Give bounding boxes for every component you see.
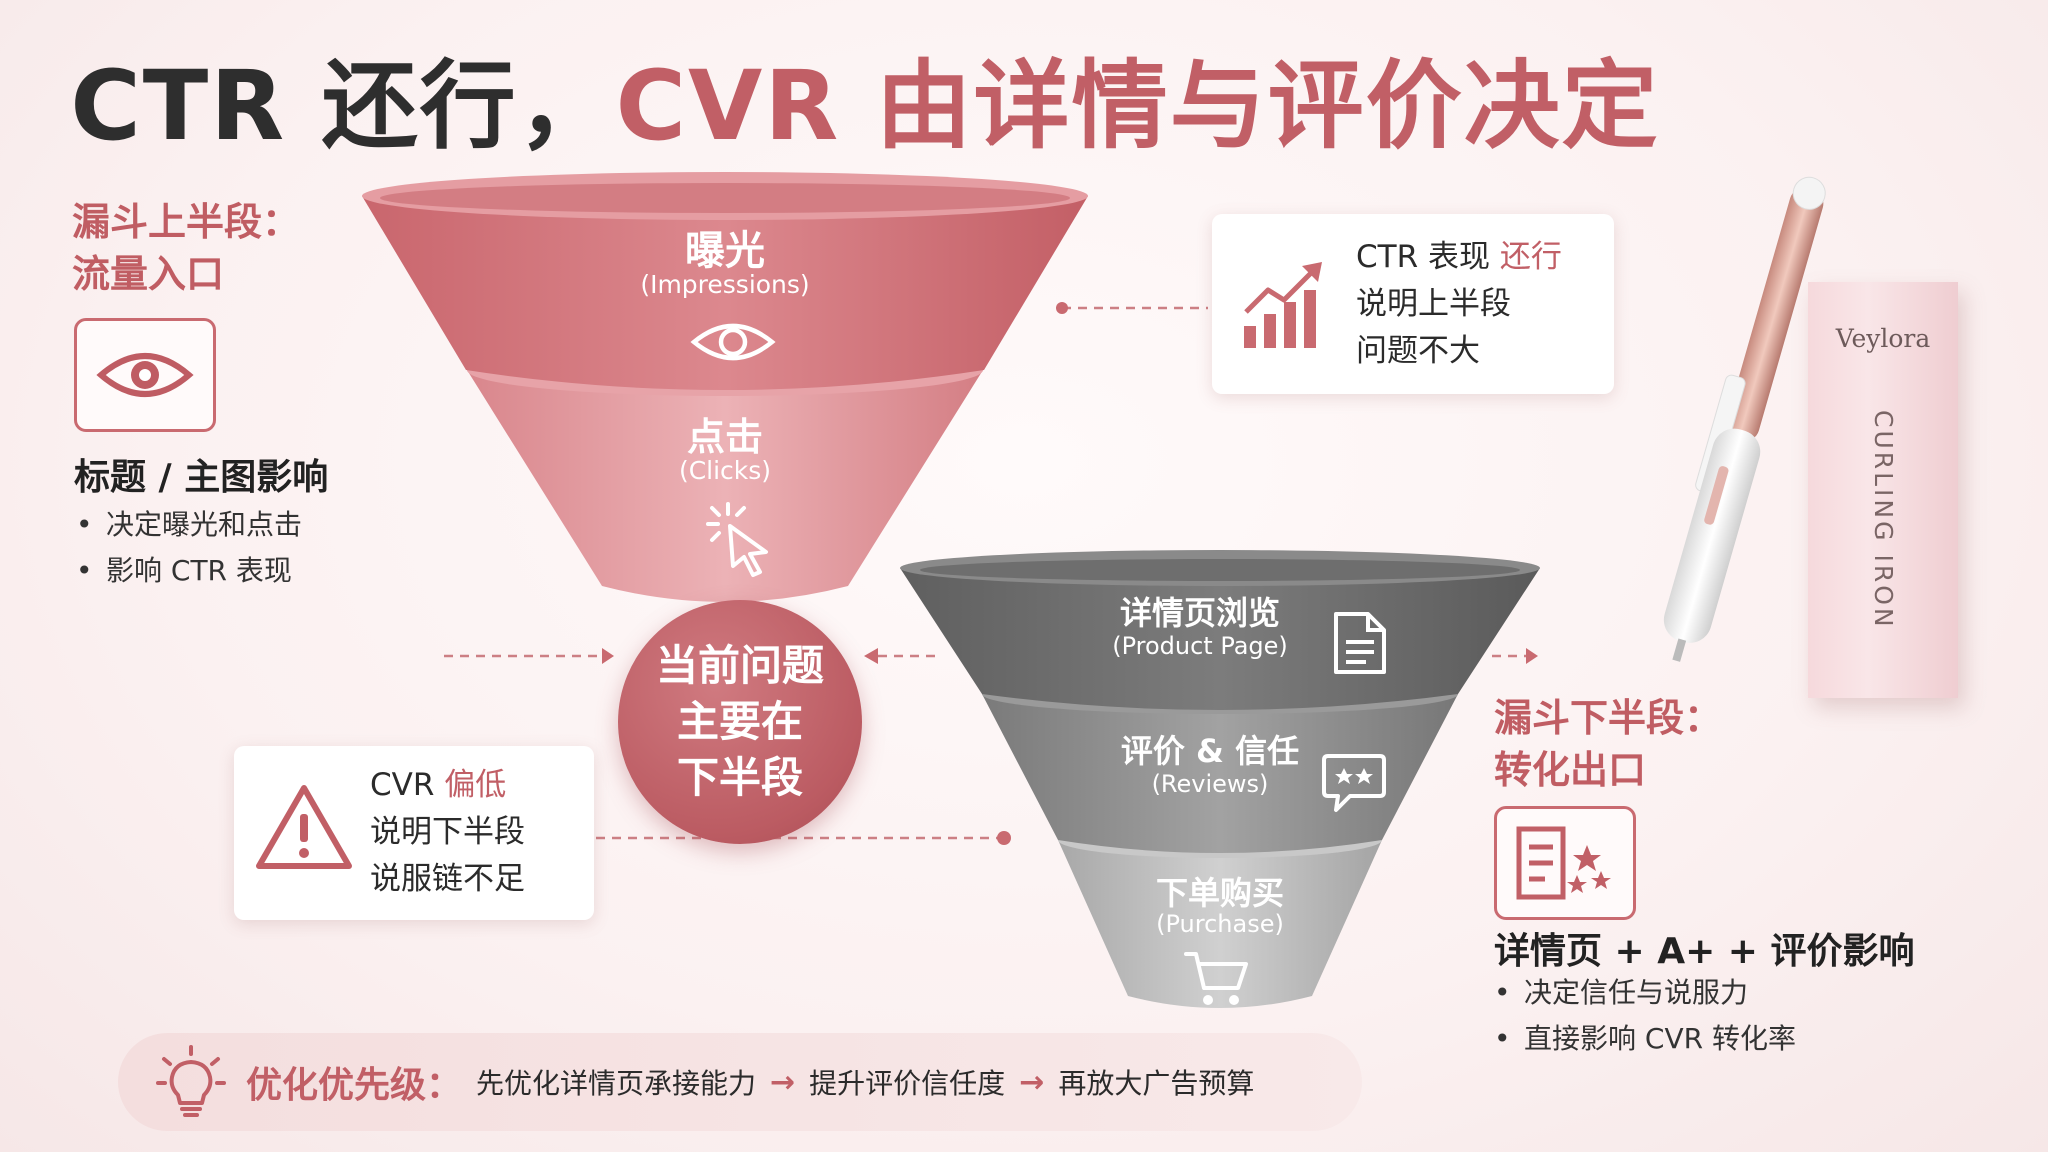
curling-iron-image: [1660, 150, 1830, 670]
lightbulb-icon: [156, 1045, 226, 1119]
eye-icon: [690, 314, 776, 370]
cursor-click-icon: [700, 500, 780, 580]
ctr-card-line2: 说明上半段: [1356, 281, 1562, 328]
stage-impressions-en: (Impressions): [600, 270, 850, 299]
stage-impressions-label: 曝光: [625, 218, 825, 276]
cvr-card-line1: CVR 偏低: [370, 762, 525, 809]
product-brand: Veylora: [1820, 324, 1946, 353]
priority-step-1: 先优化详情页承接能力: [476, 1062, 756, 1102]
list-stars-icon: [1513, 825, 1617, 901]
arrow-right-icon: →: [770, 1065, 795, 1100]
right-subhead: 详情页 + A+ + 评价影响: [1494, 922, 1915, 974]
right-bullet-2: 直接影响 CVR 转化率: [1494, 1016, 1796, 1062]
cvr-card-text: CVR 偏低 说明下半段 说服链不足: [370, 762, 525, 903]
center-line1: 当前问题: [656, 638, 824, 694]
right-title-line2: 转化出口: [1494, 744, 1722, 796]
right-bullet-1: 决定信任与说服力: [1494, 970, 1796, 1016]
stage-purchase-en: (Purchase): [1090, 910, 1350, 938]
ctr-card-line1: CTR 表现 还行: [1356, 234, 1562, 281]
stage-product-page-label: 详情页浏览: [1070, 588, 1330, 634]
priority-label: 优化优先级：: [246, 1056, 462, 1108]
priority-step-2: 提升评价信任度: [809, 1062, 1005, 1102]
stage-reviews-label: 评价 & 信任: [1080, 726, 1340, 772]
right-section-title: 漏斗下半段： 转化出口: [1494, 692, 1722, 796]
cart-icon: [1184, 950, 1250, 1008]
arrow-right-icon: →: [1019, 1065, 1044, 1100]
bar-chart-up-icon: [1242, 260, 1326, 350]
product-name: CURLING IRON: [1858, 410, 1898, 710]
priority-bar: 优化优先级： 先优化详情页承接能力 → 提升评价信任度 → 再放大广告预算: [118, 1033, 1362, 1131]
stage-product-page-en: (Product Page): [1060, 632, 1340, 660]
ctr-card-line3: 问题不大: [1356, 328, 1562, 375]
stage-clicks-en: (Clicks): [600, 456, 850, 485]
cvr-card-line3: 说服链不足: [370, 856, 525, 903]
ctr-card: CTR 表现 还行 说明上半段 问题不大: [1212, 214, 1614, 394]
center-line2: 主要在: [677, 694, 803, 750]
stage-purchase-label: 下单购买: [1090, 868, 1350, 914]
document-icon: [1332, 610, 1388, 676]
center-line3: 下半段: [677, 750, 803, 806]
stage-clicks-label: 点击: [625, 406, 825, 461]
right-title-line1: 漏斗下半段：: [1494, 692, 1722, 744]
cvr-card: CVR 偏低 说明下半段 说服链不足: [234, 746, 594, 920]
priority-content: 优化优先级： 先优化详情页承接能力 → 提升评价信任度 → 再放大广告预算: [246, 1033, 1254, 1131]
cvr-card-line2: 说明下半段: [370, 809, 525, 856]
chat-stars-icon: [1320, 752, 1388, 814]
current-issue-circle: 当前问题 主要在 下半段: [618, 600, 862, 844]
priority-step-3: 再放大广告预算: [1058, 1062, 1254, 1102]
stage-reviews-en: (Reviews): [1080, 770, 1340, 798]
ctr-card-text: CTR 表现 还行 说明上半段 问题不大: [1356, 234, 1562, 375]
list-stars-icon-box: [1494, 806, 1636, 920]
warning-icon: [254, 782, 354, 872]
right-bullets: 决定信任与说服力 直接影响 CVR 转化率: [1494, 970, 1796, 1062]
